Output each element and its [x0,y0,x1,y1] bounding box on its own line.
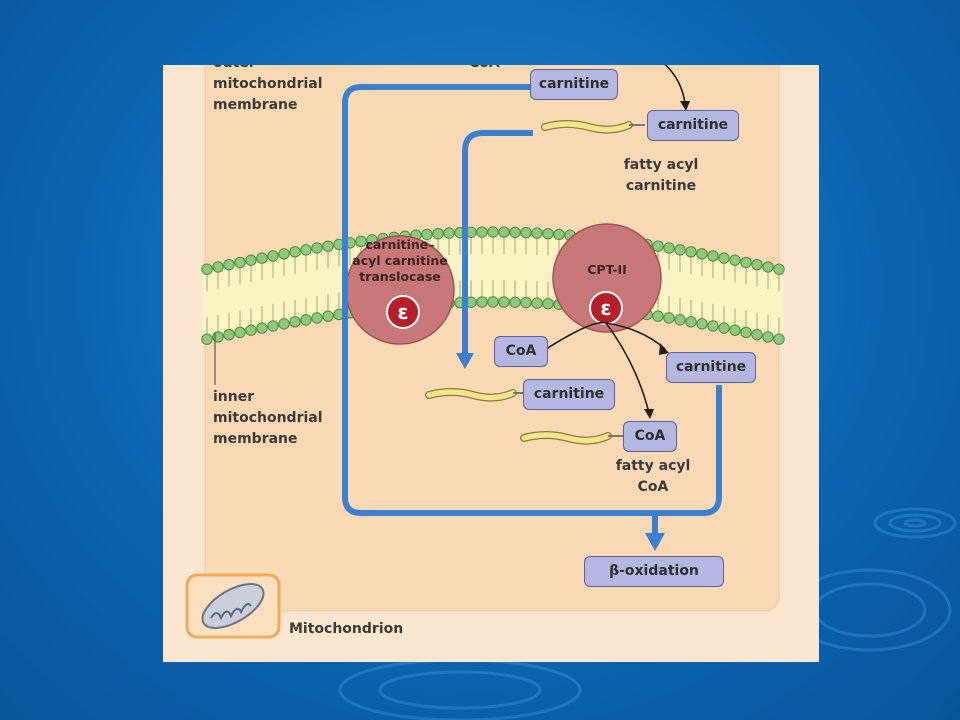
coa-box-left: CoA [494,336,548,367]
carnitine-box-right: carnitine [666,352,756,383]
cpt2-protein [552,223,662,333]
translocase-label: carnitine– acyl carnitine translocase [352,237,448,284]
cpt2-symbol-icon: ɛ [589,291,623,325]
svg-text:ɛ: ɛ [397,300,408,324]
diagram-panel: ɛ ɛ [163,65,819,662]
diagram-graphics: ɛ ɛ [185,65,785,639]
carnitine-box-acyl-mid: carnitine [523,379,615,410]
top-coa-label: CoA [469,65,500,74]
mitochondrion-icon [201,583,265,629]
svg-text:ɛ: ɛ [600,296,611,320]
beta-oxidation-box: β-oxidation [584,556,724,587]
fatty-acyl-carnitine-label: fatty acyl carnitine [623,157,699,194]
carnitine-box-acyl-top: carnitine [647,110,739,141]
flow-arrows [342,84,722,535]
coa-box-acyl: CoA [623,421,677,452]
carnitine-box-top: carnitine [530,69,618,100]
fatty-acyl-coa-label: fatty acyl CoA [615,458,691,495]
mitochondrion-label: Mitochondrion [289,621,404,637]
cpt2-label: CPT-II [587,262,627,277]
inner-membrane-label: inner mitochondrial membrane [213,389,323,447]
outer-membrane-label: outer mitochondrial membrane [213,65,323,113]
translocase-symbol-icon: ɛ [386,295,420,329]
